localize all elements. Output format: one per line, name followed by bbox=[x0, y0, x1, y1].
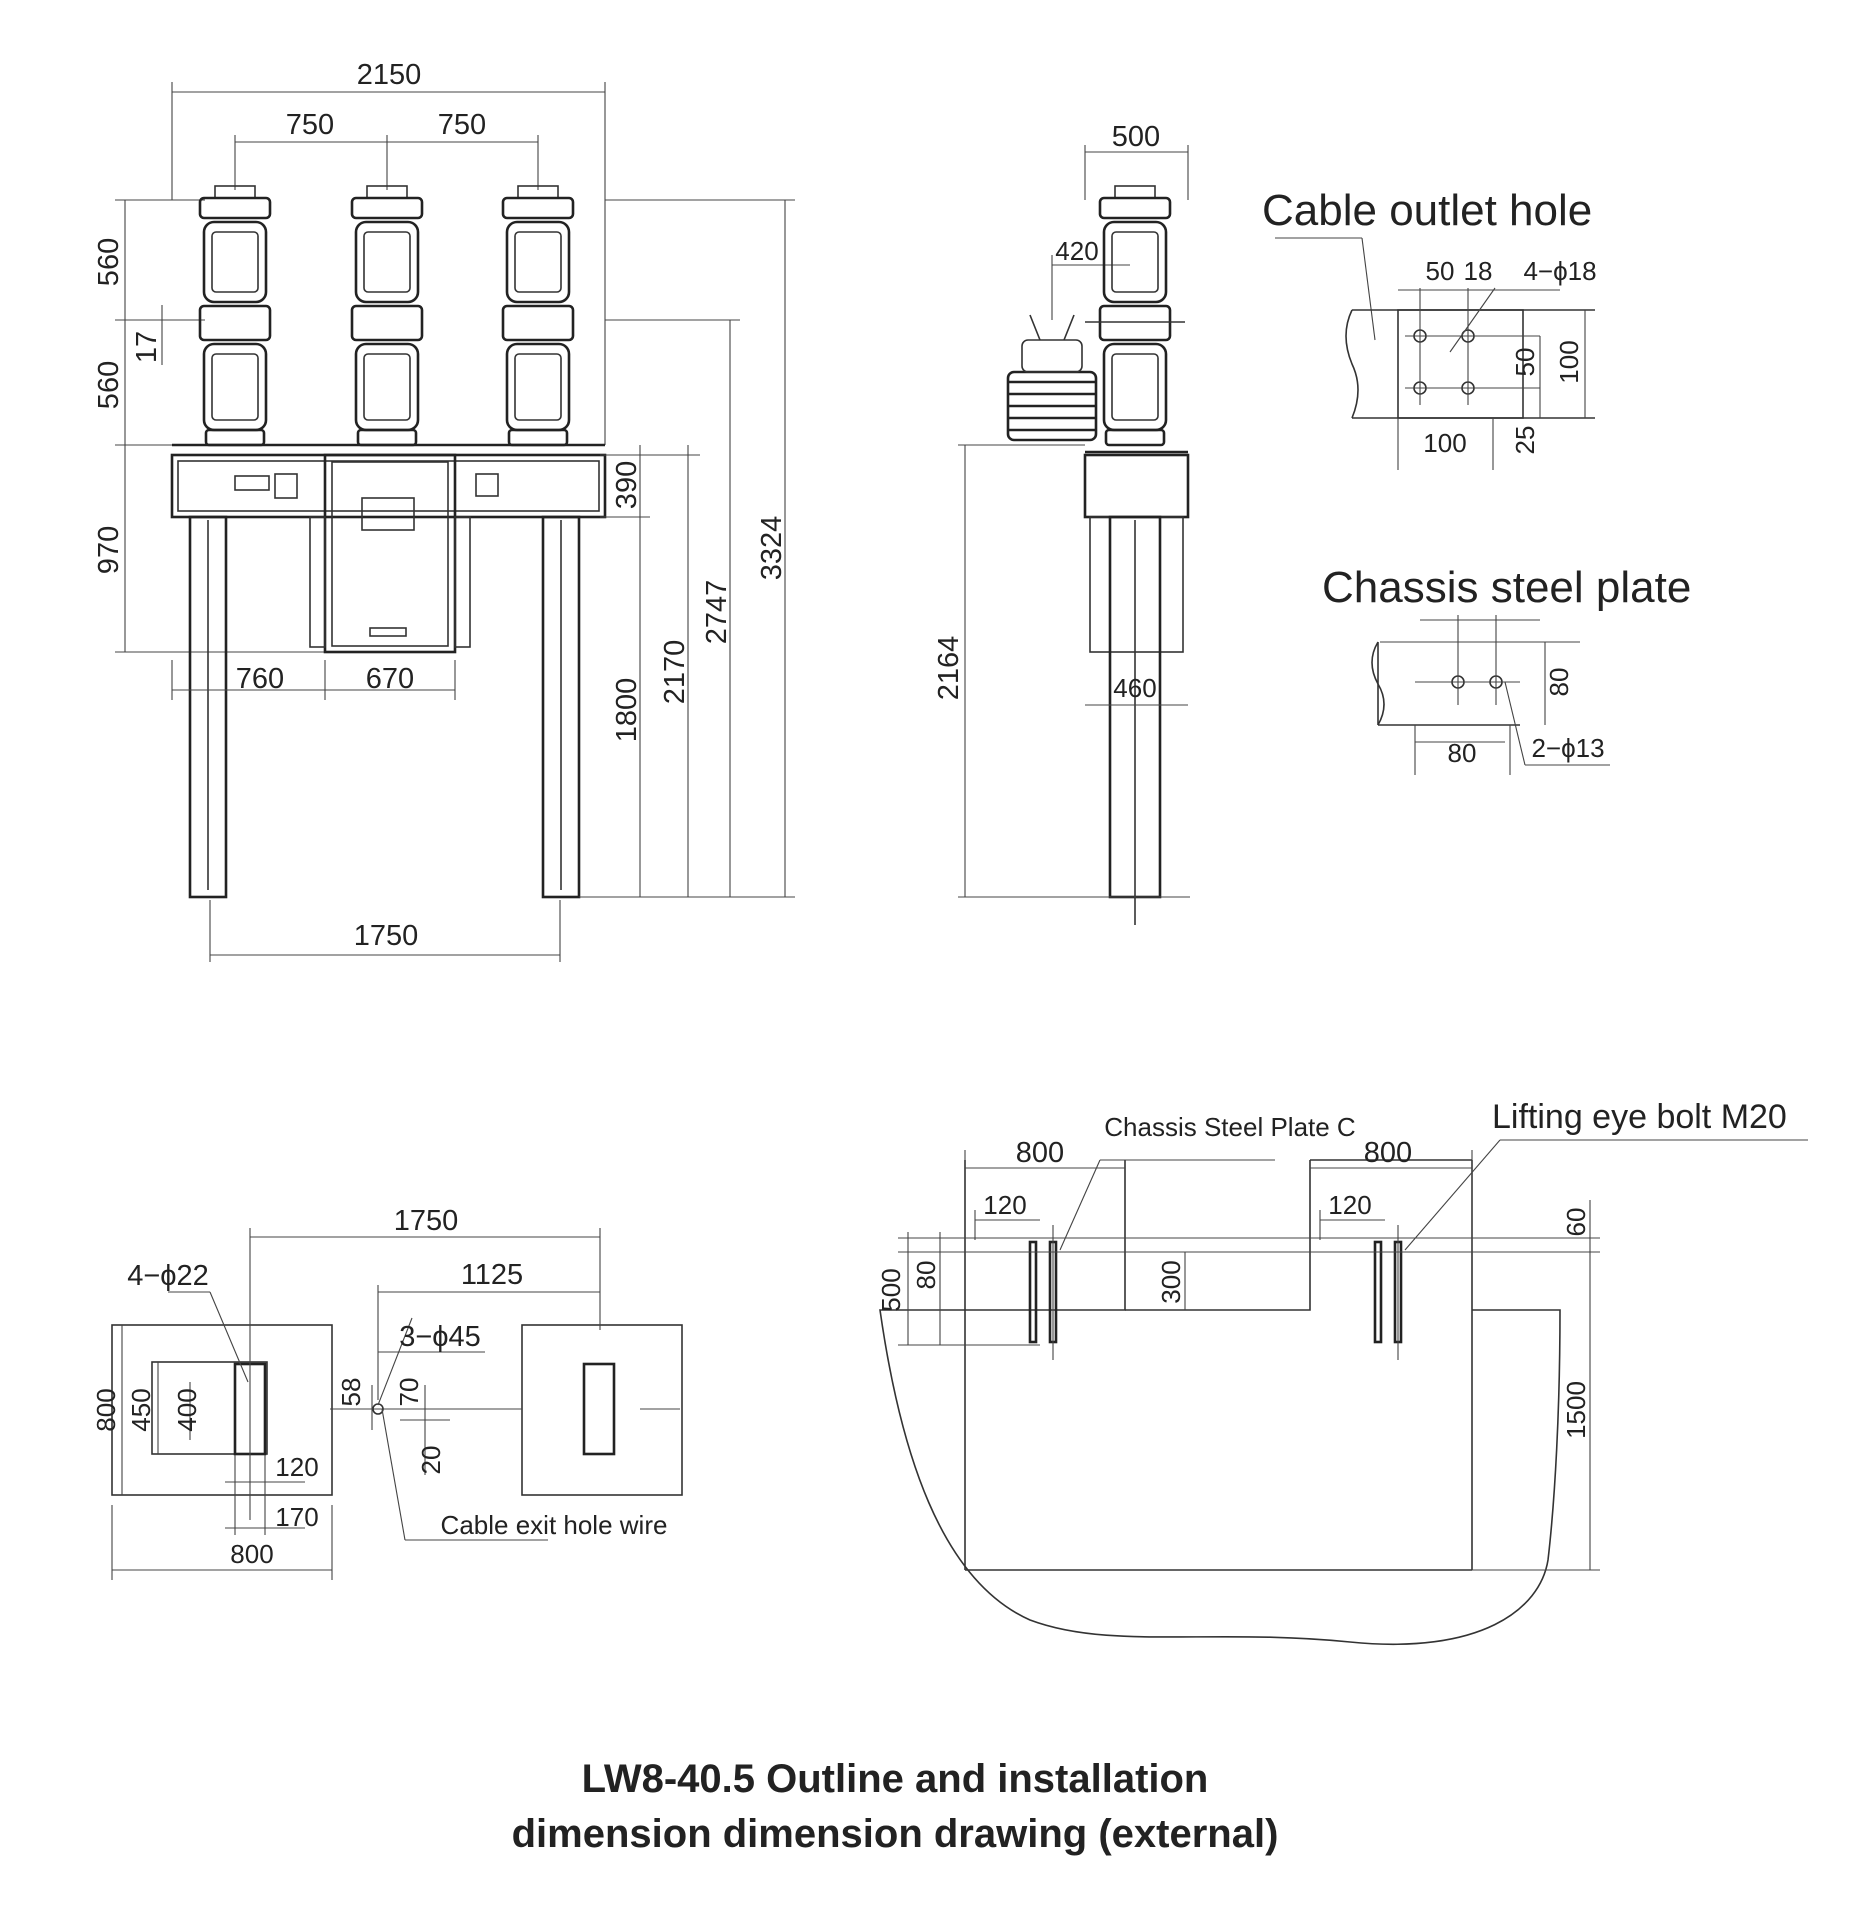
dim-1750: 1750 bbox=[354, 920, 419, 952]
plan-dim-58: 58 bbox=[336, 1378, 366, 1407]
outlet-dim-100-vertical: 100 bbox=[1554, 340, 1584, 383]
plan-dim-120: 120 bbox=[275, 1452, 318, 1482]
pole-left bbox=[198, 185, 272, 447]
plan-dim-1125: 1125 bbox=[461, 1259, 523, 1291]
dim-3324: 3324 bbox=[756, 516, 788, 581]
plan-holes-4x22: 4−ϕ22 bbox=[127, 1260, 209, 1292]
plan-holes-3x45: 3−ϕ45 bbox=[399, 1321, 481, 1353]
foundation-dim-300: 300 bbox=[1156, 1260, 1186, 1303]
dim-2150: 2150 bbox=[357, 59, 422, 91]
outlet-dim-18: 18 bbox=[1464, 256, 1493, 286]
side-dim-2164: 2164 bbox=[933, 636, 965, 701]
outlet-holes-4x18: 4−ϕ18 bbox=[1523, 256, 1596, 286]
plan-dim-400: 400 bbox=[172, 1388, 202, 1431]
dim-760: 760 bbox=[236, 663, 284, 695]
foundation-dim-800-right: 800 bbox=[1364, 1137, 1412, 1169]
dim-390: 390 bbox=[611, 461, 643, 509]
plan-dim-450: 450 bbox=[126, 1388, 156, 1431]
dim-1800: 1800 bbox=[611, 678, 643, 743]
foundation-dim-80: 80 bbox=[911, 1261, 941, 1290]
dim-970: 970 bbox=[93, 526, 125, 574]
pole-middle bbox=[350, 185, 424, 447]
side-dim-420: 420 bbox=[1055, 236, 1098, 266]
caption-line-1: LW8-40.5 Outline and installation bbox=[582, 1757, 1209, 1801]
front-view: 2150 750 750 560 17 560 970 390 760 670 … bbox=[93, 59, 795, 962]
dim-2170: 2170 bbox=[659, 640, 691, 705]
side-view: 500 420 2164 460 bbox=[933, 121, 1190, 925]
dim-560-lower: 560 bbox=[93, 361, 125, 409]
dim-670: 670 bbox=[366, 663, 414, 695]
outlet-dim-100-horizontal: 100 bbox=[1423, 428, 1466, 458]
outlet-dim-50-vertical: 50 bbox=[1510, 348, 1540, 377]
plan-cable-exit-label: Cable exit hole wire bbox=[441, 1510, 668, 1540]
pole-right bbox=[501, 185, 575, 447]
dim-560-upper: 560 bbox=[93, 238, 125, 286]
plan-dim-800-vertical: 800 bbox=[91, 1388, 121, 1431]
support-legs bbox=[171, 515, 581, 962]
plate-holes-2x13: 2−ϕ13 bbox=[1531, 733, 1604, 763]
dim-750-left: 750 bbox=[286, 109, 334, 141]
cable-outlet-hole-title: Cable outlet hole bbox=[1262, 186, 1592, 235]
plan-dim-800-horizontal: 800 bbox=[230, 1539, 273, 1569]
cable-outlet-hole-detail: Cable outlet hole 50 18 4−ϕ18 50 100 100… bbox=[1262, 186, 1597, 470]
side-dim-460: 460 bbox=[1113, 673, 1156, 703]
plate-dim-80-horizontal: 80 bbox=[1448, 738, 1477, 768]
dim-17: 17 bbox=[131, 331, 163, 363]
foundation-dim-500: 500 bbox=[876, 1268, 906, 1311]
plan-view: 4−ϕ22 1750 1125 3−ϕ45 800 450 400 120 17… bbox=[91, 1205, 683, 1580]
outlet-dim-25: 25 bbox=[1510, 426, 1540, 455]
chassis-steel-plate-detail: Chassis steel plate 80 80 2−ϕ13 bbox=[1322, 563, 1691, 775]
foundation-dim-800-left: 800 bbox=[1016, 1137, 1064, 1169]
outlet-dim-50: 50 bbox=[1426, 256, 1455, 286]
plan-dim-170: 170 bbox=[275, 1502, 318, 1532]
plan-dim-1750: 1750 bbox=[394, 1205, 459, 1237]
chassis-steel-plate-title: Chassis steel plate bbox=[1322, 563, 1691, 612]
foundation-dim-60: 60 bbox=[1561, 1208, 1591, 1237]
foundation-dim-120-right: 120 bbox=[1328, 1190, 1371, 1220]
chassis-steel-plate-c-label: Chassis Steel Plate C bbox=[1104, 1112, 1355, 1142]
dim-2747: 2747 bbox=[701, 580, 733, 645]
lifting-eye-bolt-label: Lifting eye bolt M20 bbox=[1492, 1098, 1787, 1136]
dim-750-right: 750 bbox=[438, 109, 486, 141]
plate-dim-80-vertical: 80 bbox=[1544, 668, 1574, 697]
foundation-dim-1500: 1500 bbox=[1561, 1381, 1591, 1439]
caption-line-2: dimension dimension drawing (external) bbox=[512, 1812, 1279, 1856]
foundation-dim-120-left: 120 bbox=[983, 1190, 1026, 1220]
plan-dim-70: 70 bbox=[394, 1378, 424, 1407]
foundation-view: Chassis Steel Plate C Lifting eye bolt M… bbox=[876, 1098, 1808, 1646]
mechanism-cabinet bbox=[170, 443, 607, 654]
current-transformer bbox=[1006, 314, 1098, 442]
side-dim-500: 500 bbox=[1112, 121, 1160, 153]
plan-dim-20: 20 bbox=[416, 1446, 446, 1475]
